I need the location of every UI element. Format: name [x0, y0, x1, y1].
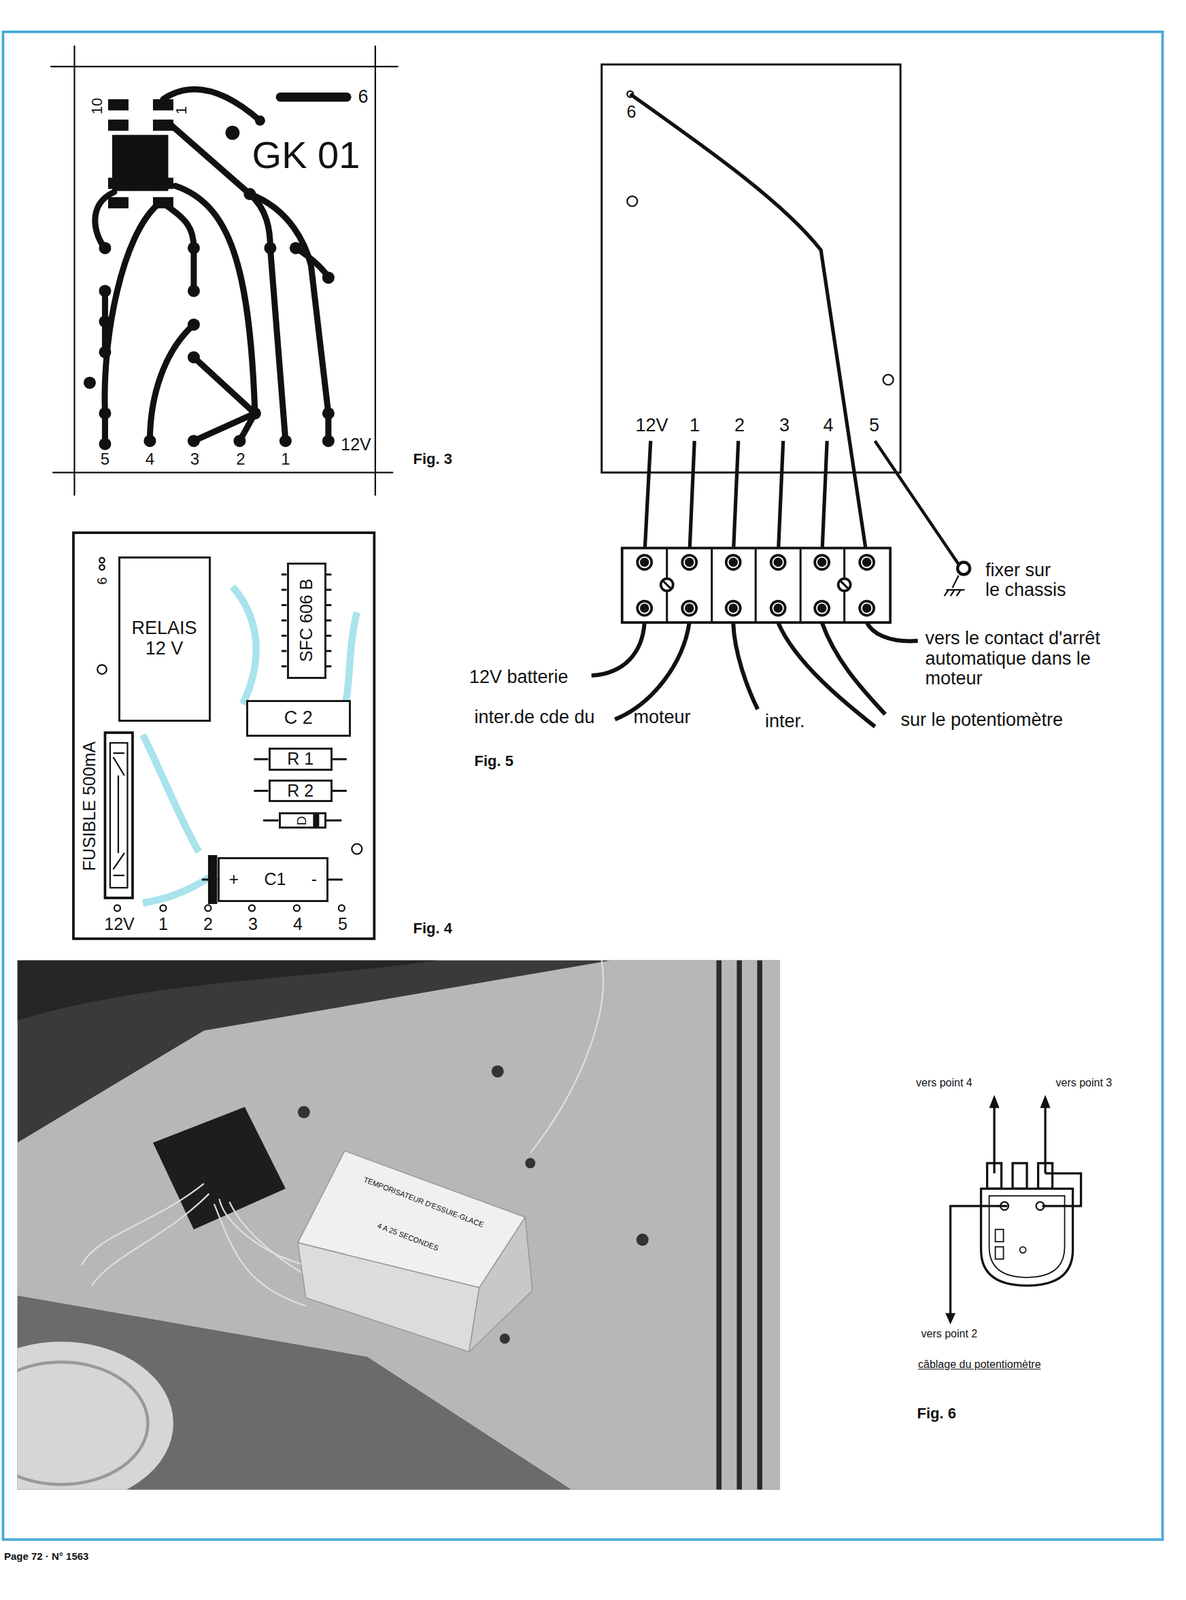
wire-note: vers point 2 — [921, 1327, 978, 1340]
board-code: GK 01 — [252, 133, 361, 177]
pin-number: 3 — [248, 914, 258, 934]
pin-number: 12V — [104, 914, 134, 934]
pin-number: 5 — [337, 914, 348, 934]
component-label: D — [295, 815, 310, 825]
component-board — [73, 532, 375, 939]
pin-number: 6 — [627, 102, 637, 122]
ic-chip: SFC 606 B — [286, 562, 328, 679]
wire-note: moteur — [633, 707, 691, 728]
fuse-label: FUSIBLE 500mA — [80, 741, 100, 871]
component-label: - — [311, 869, 317, 889]
resistor-symbol: R 1 — [268, 747, 334, 771]
component-label: C1 — [263, 869, 286, 889]
pcb-traces — [51, 46, 398, 496]
photograph — [17, 959, 781, 1489]
pin-number: 12V — [340, 435, 371, 455]
pin-number: 6 — [357, 87, 368, 108]
page-frame — [2, 31, 1163, 1539]
figure-caption: Fig. 5 — [474, 752, 514, 770]
pin-number: 1 — [280, 450, 290, 468]
component-label: SFC 606 B — [297, 578, 317, 662]
pin-number: 5 — [100, 450, 110, 468]
pin-number: 6 — [94, 576, 110, 585]
pin-number: 1 — [158, 914, 168, 934]
figure-caption: Fig. 4 — [413, 920, 453, 937]
component-label: + — [229, 869, 240, 889]
figure-caption: câblage du potentiomètre — [918, 1358, 1042, 1371]
figure-caption: Fig. 3 — [413, 450, 453, 468]
capacitor-box: C 2 — [246, 699, 352, 737]
pin-number: 1 — [173, 106, 190, 115]
pin-number: 12V — [635, 415, 668, 436]
pin-number: 5 — [869, 415, 880, 436]
pin-number: 10 — [88, 97, 105, 115]
relay-box: RELAIS 12 V — [118, 556, 211, 722]
figure-caption: Fig. 6 — [917, 1404, 957, 1421]
pin-number: 4 — [293, 914, 303, 934]
potentiometer-wiring — [945, 1094, 1081, 1324]
wire-note: fixer sur le chassis — [985, 560, 1070, 601]
page-footer: Page 72 · N° 1563 — [4, 1549, 89, 1562]
wire-note: sur le potentiomètre — [901, 709, 1064, 731]
wire-note: vers point 3 — [1056, 1076, 1113, 1089]
resistor-symbol: R 2 — [268, 779, 334, 803]
wire-note: inter. — [765, 711, 806, 732]
wire-note: 12V batterie — [469, 667, 569, 688]
wire-note: inter.de cde du — [474, 707, 596, 728]
pin-number: 2 — [235, 450, 245, 468]
wiring-diagram — [591, 64, 970, 727]
component-label: R 1 — [286, 749, 314, 769]
pin-number: 2 — [734, 415, 745, 436]
pin-number: 2 — [203, 914, 213, 934]
pin-number: 3 — [190, 450, 200, 468]
pin-number: 4 — [822, 415, 834, 436]
pin-number: 4 — [145, 450, 155, 468]
wire-note: vers point 4 — [916, 1076, 973, 1089]
capacitor-symbol: + C1 - — [217, 856, 330, 902]
component-label: C 2 — [284, 707, 313, 729]
diode-symbol: D — [278, 811, 328, 829]
pin-number: 3 — [779, 415, 790, 436]
wire-note: vers le contact d'arrêt automatique dans… — [925, 628, 1110, 689]
component-label: RELAIS 12 V — [120, 618, 209, 659]
pin-number: 1 — [689, 415, 700, 436]
component-label: R 2 — [286, 781, 314, 801]
